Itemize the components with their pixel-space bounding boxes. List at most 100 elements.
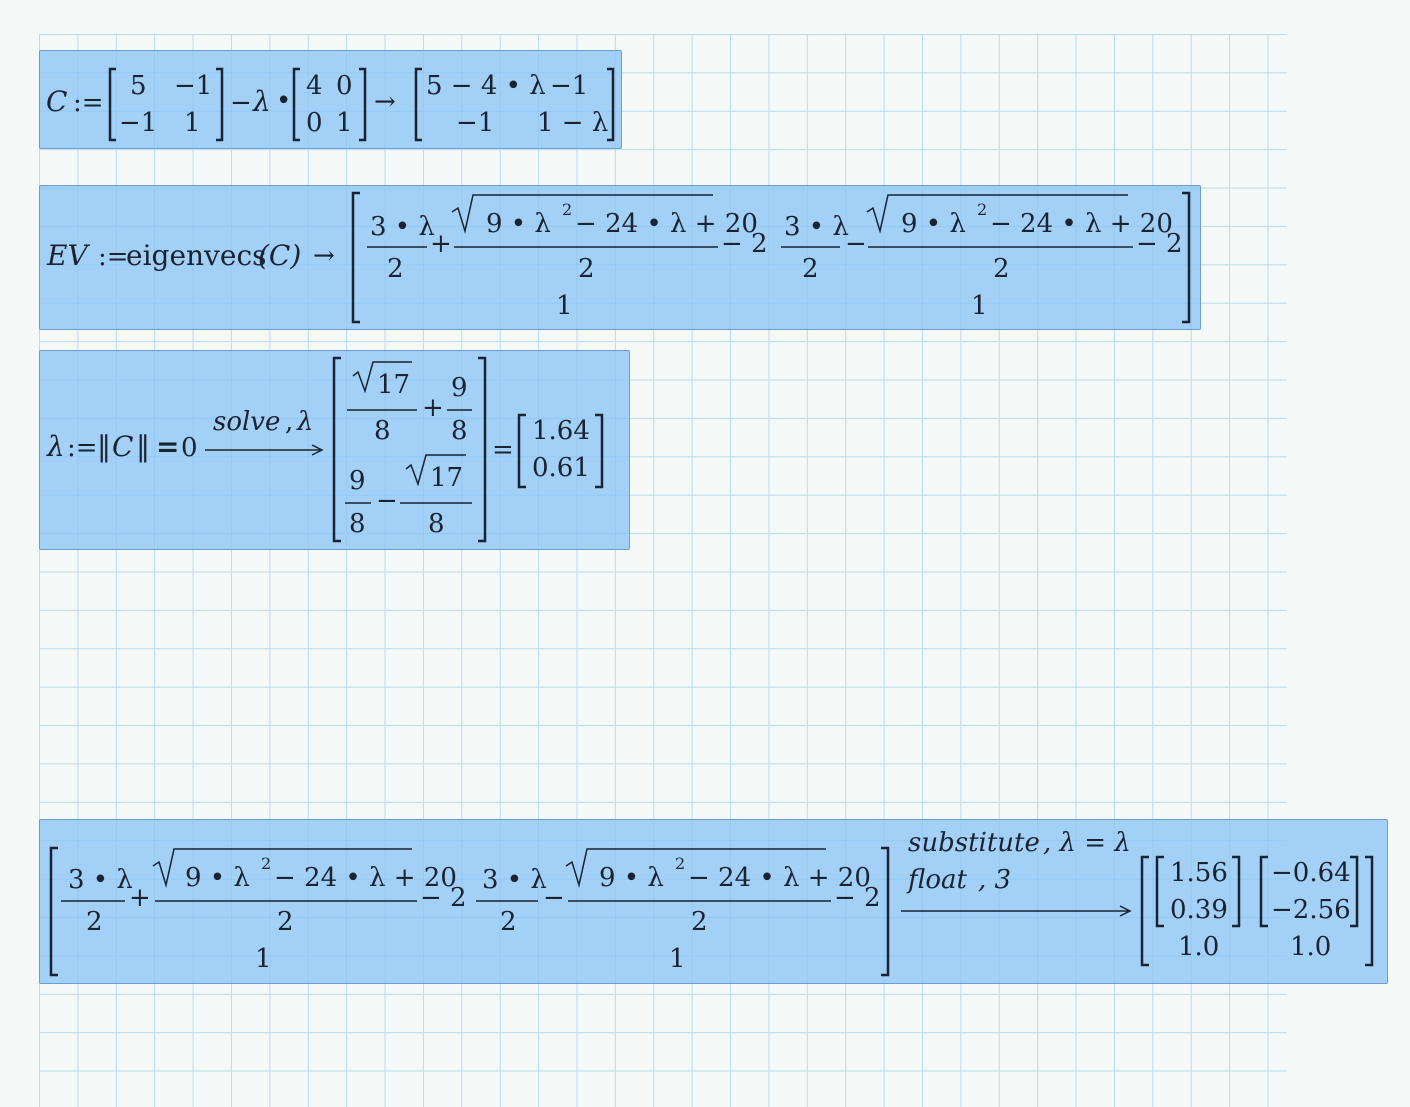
constant-term: − 2: [834, 883, 881, 913]
fraction-numerator: 3 • λ: [482, 865, 547, 895]
result-cell: 5 − 4 • λ: [426, 71, 546, 101]
eigenvector-entry: 1.0: [1178, 932, 1220, 962]
keyword-separator: ,: [285, 407, 294, 437]
norm-bar: ‖: [97, 430, 111, 463]
symbolic-evaluation-arrow: →: [374, 87, 396, 117]
math-region-matrix-definition[interactable]: C := 5 −1 −1 1 − λ • 4 0 0 1 → 5 − 4 • λ…: [39, 50, 622, 149]
radicand-term: 9 • λ: [901, 209, 966, 239]
float-modifier: , 3: [978, 865, 1012, 895]
numeric-equals: =: [492, 435, 514, 465]
vector-entry: 1: [971, 291, 988, 321]
result-cell: 1 − λ: [537, 108, 609, 138]
lambda-variable: λ: [47, 430, 65, 463]
exponent: 2: [562, 200, 573, 219]
matrix-a-cell: 5: [130, 71, 147, 101]
function-argument: (C): [258, 239, 302, 272]
math-region-substitute-float[interactable]: 3 • λ 2 + 9 • λ 2 − 24 • λ + 20 2 − 2 1 …: [39, 819, 1388, 984]
fraction-denominator: 2: [691, 907, 708, 937]
substitute-keyword: substitute: [908, 828, 1040, 858]
norm-bar: ‖: [136, 430, 150, 463]
eigenvector-entry: 1.0: [1290, 932, 1332, 962]
fraction-denominator: 2: [86, 907, 103, 937]
variable-ev: EV: [47, 239, 88, 272]
matrix-a-cell: −1: [174, 71, 213, 101]
math-region-eigenvecs[interactable]: EV := eigenvecs (C) → 3 • λ 2 + 9 • λ 2 …: [39, 185, 1201, 330]
assign-operator: :=: [67, 433, 98, 463]
numeric-result: 1.64: [532, 416, 590, 446]
radicand-term: 9 • λ: [185, 863, 250, 893]
fraction-numerator: 9: [451, 373, 468, 403]
fraction-denominator: 2: [578, 254, 595, 284]
fraction-denominator: 2: [277, 907, 294, 937]
solve-keyword: solve: [213, 407, 281, 437]
minus-operator: −: [543, 883, 565, 913]
symbolic-evaluation-arrow: →: [313, 241, 335, 271]
eigenvecs-function: eigenvecs: [126, 239, 267, 272]
vector-entry: 1: [255, 944, 272, 974]
norm-variable: C: [112, 430, 134, 463]
eigenvector-entry: 1.56: [1170, 858, 1228, 888]
eigenvector-brackets: [351, 191, 1191, 324]
matrix-b-cell: 4: [306, 71, 323, 101]
substitute-graphics: [49, 846, 1374, 977]
constant-term: − 2: [1136, 229, 1183, 259]
numeric-result: 0.61: [532, 453, 590, 483]
radicand-term: − 24 • λ + 20: [575, 209, 758, 239]
fraction-denominator: 2: [387, 254, 404, 284]
radicand-term: − 24 • λ + 20: [688, 863, 871, 893]
plus-operator: +: [430, 229, 452, 259]
vector-entry: 1: [556, 291, 573, 321]
fraction-denominator: 8: [428, 509, 445, 539]
constant-term: − 2: [721, 229, 768, 259]
fraction-denominator: 2: [802, 254, 819, 284]
solve-graphics: [205, 356, 604, 543]
eigenvector-entry: 0.39: [1170, 895, 1228, 925]
fraction-numerator: 3 • λ: [784, 212, 849, 242]
minus-operator: −: [230, 88, 252, 118]
plus-operator: +: [129, 883, 151, 913]
minus-operator: −: [845, 229, 867, 259]
constant-term: − 2: [420, 883, 467, 913]
matrix-a-cell: −1: [119, 108, 158, 138]
plus-operator: +: [422, 393, 444, 423]
fraction-denominator: 8: [374, 416, 391, 446]
zero-value: 0: [181, 433, 198, 463]
matrix-b-cell: 0: [336, 71, 353, 101]
substitute-modifier: , λ = λ: [1043, 828, 1131, 858]
radicand-term: 9 • λ: [599, 863, 664, 893]
solve-variable: λ: [297, 407, 314, 437]
fraction-numerator: 9: [349, 466, 366, 496]
boolean-equals: =: [156, 430, 180, 463]
fraction-denominator: 8: [451, 416, 468, 446]
eigenvector-entry: −2.56: [1271, 895, 1351, 925]
assign-operator: :=: [73, 88, 104, 118]
variable-c: C: [46, 85, 68, 118]
radicand-term: − 24 • λ + 20: [990, 209, 1173, 239]
fraction-denominator: 2: [500, 907, 517, 937]
fraction-numerator: 3 • λ: [68, 865, 133, 895]
vector-entry: 1: [669, 944, 686, 974]
matrix-b-cell: 0: [306, 108, 323, 138]
matrix-a-cell: 1: [184, 108, 201, 138]
eigenvector-entry: −0.64: [1271, 858, 1351, 888]
exponent: 2: [261, 854, 272, 873]
float-keyword: float: [908, 865, 967, 895]
radicand-term: 9 • λ: [486, 209, 551, 239]
lambda-symbol: λ: [253, 85, 271, 118]
assign-operator: :=: [98, 242, 129, 272]
matrix-b-cell: 1: [336, 108, 353, 138]
result-cell: −1: [456, 108, 495, 138]
minus-operator: −: [376, 486, 398, 516]
radicand-term: − 24 • λ + 20: [274, 863, 457, 893]
exponent: 2: [675, 854, 686, 873]
exponent: 2: [977, 200, 988, 219]
fraction-denominator: 8: [349, 509, 366, 539]
result-cell: −1: [550, 71, 589, 101]
sqrt-argument: 17: [430, 463, 464, 493]
fraction-numerator: 3 • λ: [370, 212, 435, 242]
math-region-solve[interactable]: λ := ‖ C ‖ = 0 solve , λ 17 8 + 9 8 9 8 …: [39, 350, 630, 550]
multiply-dot: •: [276, 86, 292, 116]
fraction-denominator: 2: [993, 254, 1010, 284]
matrix-brackets: [108, 67, 615, 142]
sqrt-argument: 17: [377, 370, 411, 400]
